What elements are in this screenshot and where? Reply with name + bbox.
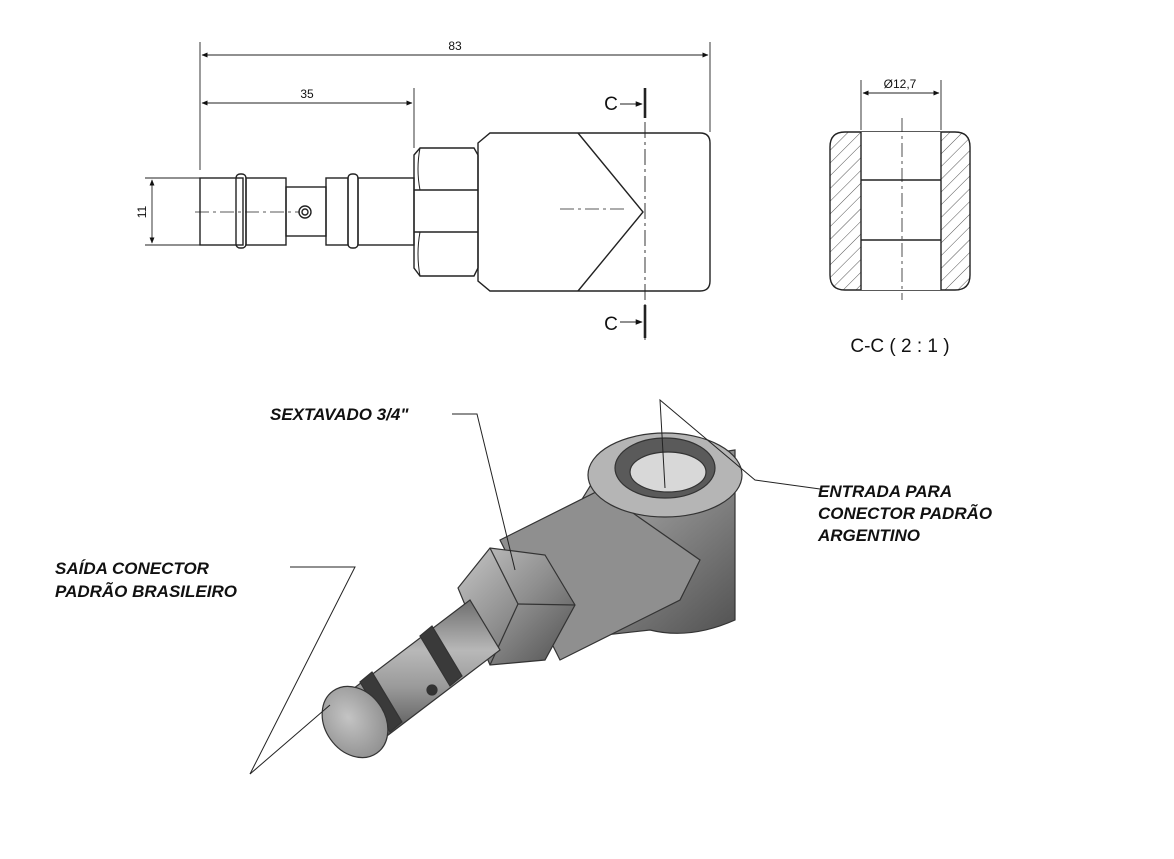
side-port-inner: [301, 208, 309, 216]
hex-chamfer: [417, 147, 421, 191]
o-ring: [347, 173, 359, 249]
stem-end-face: [321, 685, 389, 759]
hex-nut: [413, 147, 479, 277]
main-body: [477, 132, 711, 292]
hex-chamfer: [417, 231, 421, 277]
stem-shoulder: [357, 177, 415, 246]
leader-inlet: [659, 398, 821, 490]
o-ring-3d: [419, 625, 463, 687]
stem-segment: [245, 177, 287, 246]
section-bore: [861, 132, 941, 290]
side-view: [145, 42, 711, 340]
callout-outlet-line-2: PADRÃO BRASILEIRO: [55, 581, 237, 601]
side-port-3d: [426, 684, 438, 696]
o-ring: [235, 173, 247, 249]
leader-hex: [452, 413, 516, 571]
callout-inlet-line-3: ARGENTINO: [817, 526, 920, 545]
leader-outlet-2: [249, 704, 331, 775]
hex-nut-edge: [517, 603, 576, 606]
section-letter-bottom: C: [604, 314, 618, 335]
dim-overall-length: 83: [448, 39, 462, 53]
callout-inlet-line-2: CONECTOR PADRÃO: [818, 503, 992, 523]
section-view: [829, 80, 971, 300]
stem-segment: [325, 177, 349, 246]
section-view-label: C-C ( 2 : 1 ): [850, 336, 949, 357]
stem-neck: [285, 186, 327, 237]
callout-hex: SEXTAVADO 3/4": [270, 405, 409, 424]
leader-lines: [249, 398, 821, 775]
callout-outlet-line-1: SAÍDA CONECTOR: [55, 559, 210, 578]
side-port: [298, 205, 312, 219]
body-intersection-curve: [577, 132, 644, 292]
dim-stem-diameter: 11: [135, 205, 149, 218]
dim-stem-length: 35: [300, 87, 314, 101]
dim-bore-diameter: Ø12,7: [884, 77, 917, 91]
section-letter-top: C: [604, 94, 618, 115]
isometric-view: [321, 432, 743, 759]
stem-tip: [199, 177, 244, 246]
inlet-bore-floor: [629, 451, 707, 493]
callout-inlet-line-1: ENTRADA PARA: [818, 482, 952, 501]
leader-outlet-1: [249, 566, 356, 775]
